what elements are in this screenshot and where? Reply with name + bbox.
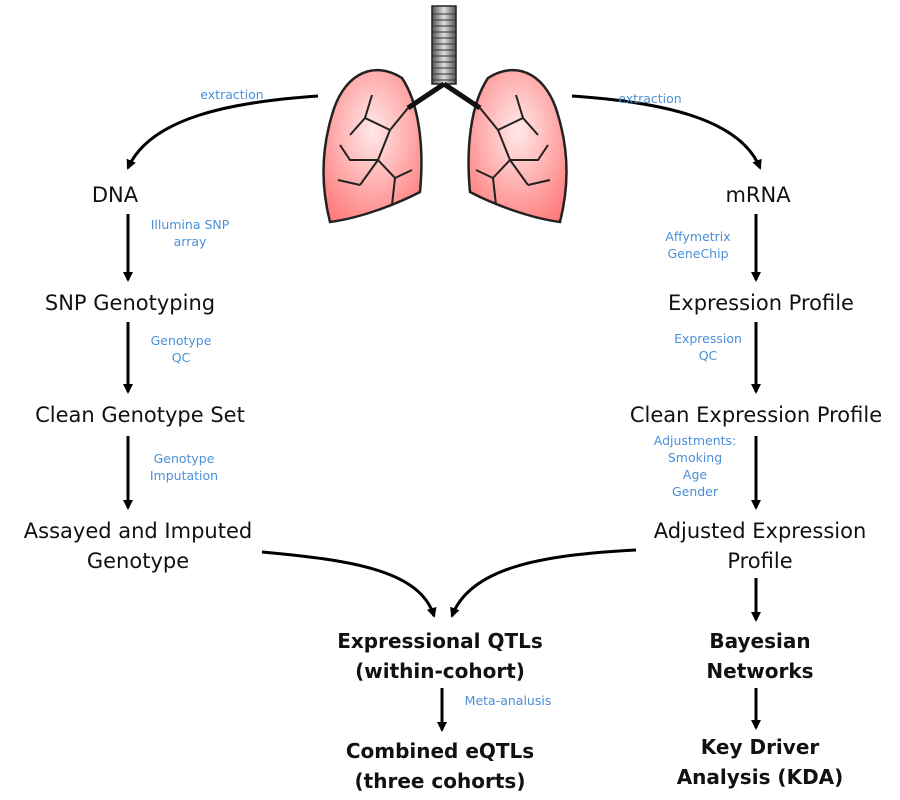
label-line: Adjustments: xyxy=(653,433,737,448)
node-line: Combined eQTLs xyxy=(345,739,535,763)
lungs-illustration xyxy=(322,5,568,224)
node-line: (within-cohort) xyxy=(355,659,525,683)
node-assayed-genotype: Assayed and Imputed Genotype xyxy=(0,516,276,576)
node-adjusted-expression: Adjusted Expression Profile xyxy=(636,516,884,576)
label-illumina: Illumina SNP array xyxy=(140,216,240,250)
label-genotype-qc: Genotype QC xyxy=(136,332,226,366)
node-line: Networks xyxy=(706,659,814,683)
label-line: array xyxy=(173,234,207,249)
label-genotype-imputation: Genotype Imputation xyxy=(138,450,230,484)
node-line: Key Driver xyxy=(700,735,820,759)
node-dna: DNA xyxy=(91,183,139,207)
label-line: Affymetrix xyxy=(665,229,731,244)
label-line: QC xyxy=(698,348,718,363)
node-kda: Key Driver Analysis (KDA) xyxy=(660,732,860,792)
label-extraction-right: extraction xyxy=(618,91,682,106)
label-extraction-left: extraction xyxy=(200,87,264,102)
node-line: Genotype xyxy=(86,549,190,573)
node-line: Adjusted Expression xyxy=(653,519,867,543)
label-line: Smoking xyxy=(667,450,723,465)
label-meta-analysis: Meta-analusis xyxy=(464,693,552,708)
node-eqtls: Expressional QTLs (within-cohort) xyxy=(330,626,550,686)
label-line: Expression xyxy=(674,331,742,346)
label-line: GeneChip xyxy=(667,246,729,261)
label-line: Age xyxy=(682,467,708,482)
node-line: Analysis (KDA) xyxy=(676,765,844,789)
node-combined-eqtls: Combined eQTLs (three cohorts) xyxy=(330,736,550,796)
label-line: Imputation xyxy=(149,468,219,483)
label-line: Genotype xyxy=(150,333,212,348)
node-clean-expression: Clean Expression Profile xyxy=(629,403,883,427)
node-expression-profile: Expression Profile xyxy=(668,291,854,315)
node-clean-genotype: Clean Genotype Set xyxy=(35,403,245,427)
node-mrna: mRNA xyxy=(725,183,791,207)
label-expression-qc: Expression QC xyxy=(660,330,756,364)
node-bayesian: Bayesian Networks xyxy=(680,626,840,686)
label-adjustments: Adjustments: Smoking Age Gender xyxy=(640,432,750,500)
node-snp-genotyping: SNP Genotyping xyxy=(44,291,216,315)
node-line: Assayed and Imputed xyxy=(23,519,253,543)
node-line: Profile xyxy=(727,549,793,573)
label-line: Illumina SNP xyxy=(150,217,230,232)
label-line: Genotype xyxy=(153,451,215,466)
node-line: Bayesian xyxy=(709,629,811,653)
label-affymetrix: Affymetrix GeneChip xyxy=(648,228,748,262)
node-line: Expressional QTLs xyxy=(337,629,543,653)
label-line: Gender xyxy=(671,484,719,499)
label-line: QC xyxy=(171,350,191,365)
arrow-extraction-left xyxy=(126,94,319,170)
arrow-expression-to-eqtls xyxy=(450,548,637,618)
arrow-extraction-right xyxy=(571,94,762,170)
node-line: (three cohorts) xyxy=(354,769,526,793)
arrow-genotype-to-eqtls xyxy=(261,550,437,618)
